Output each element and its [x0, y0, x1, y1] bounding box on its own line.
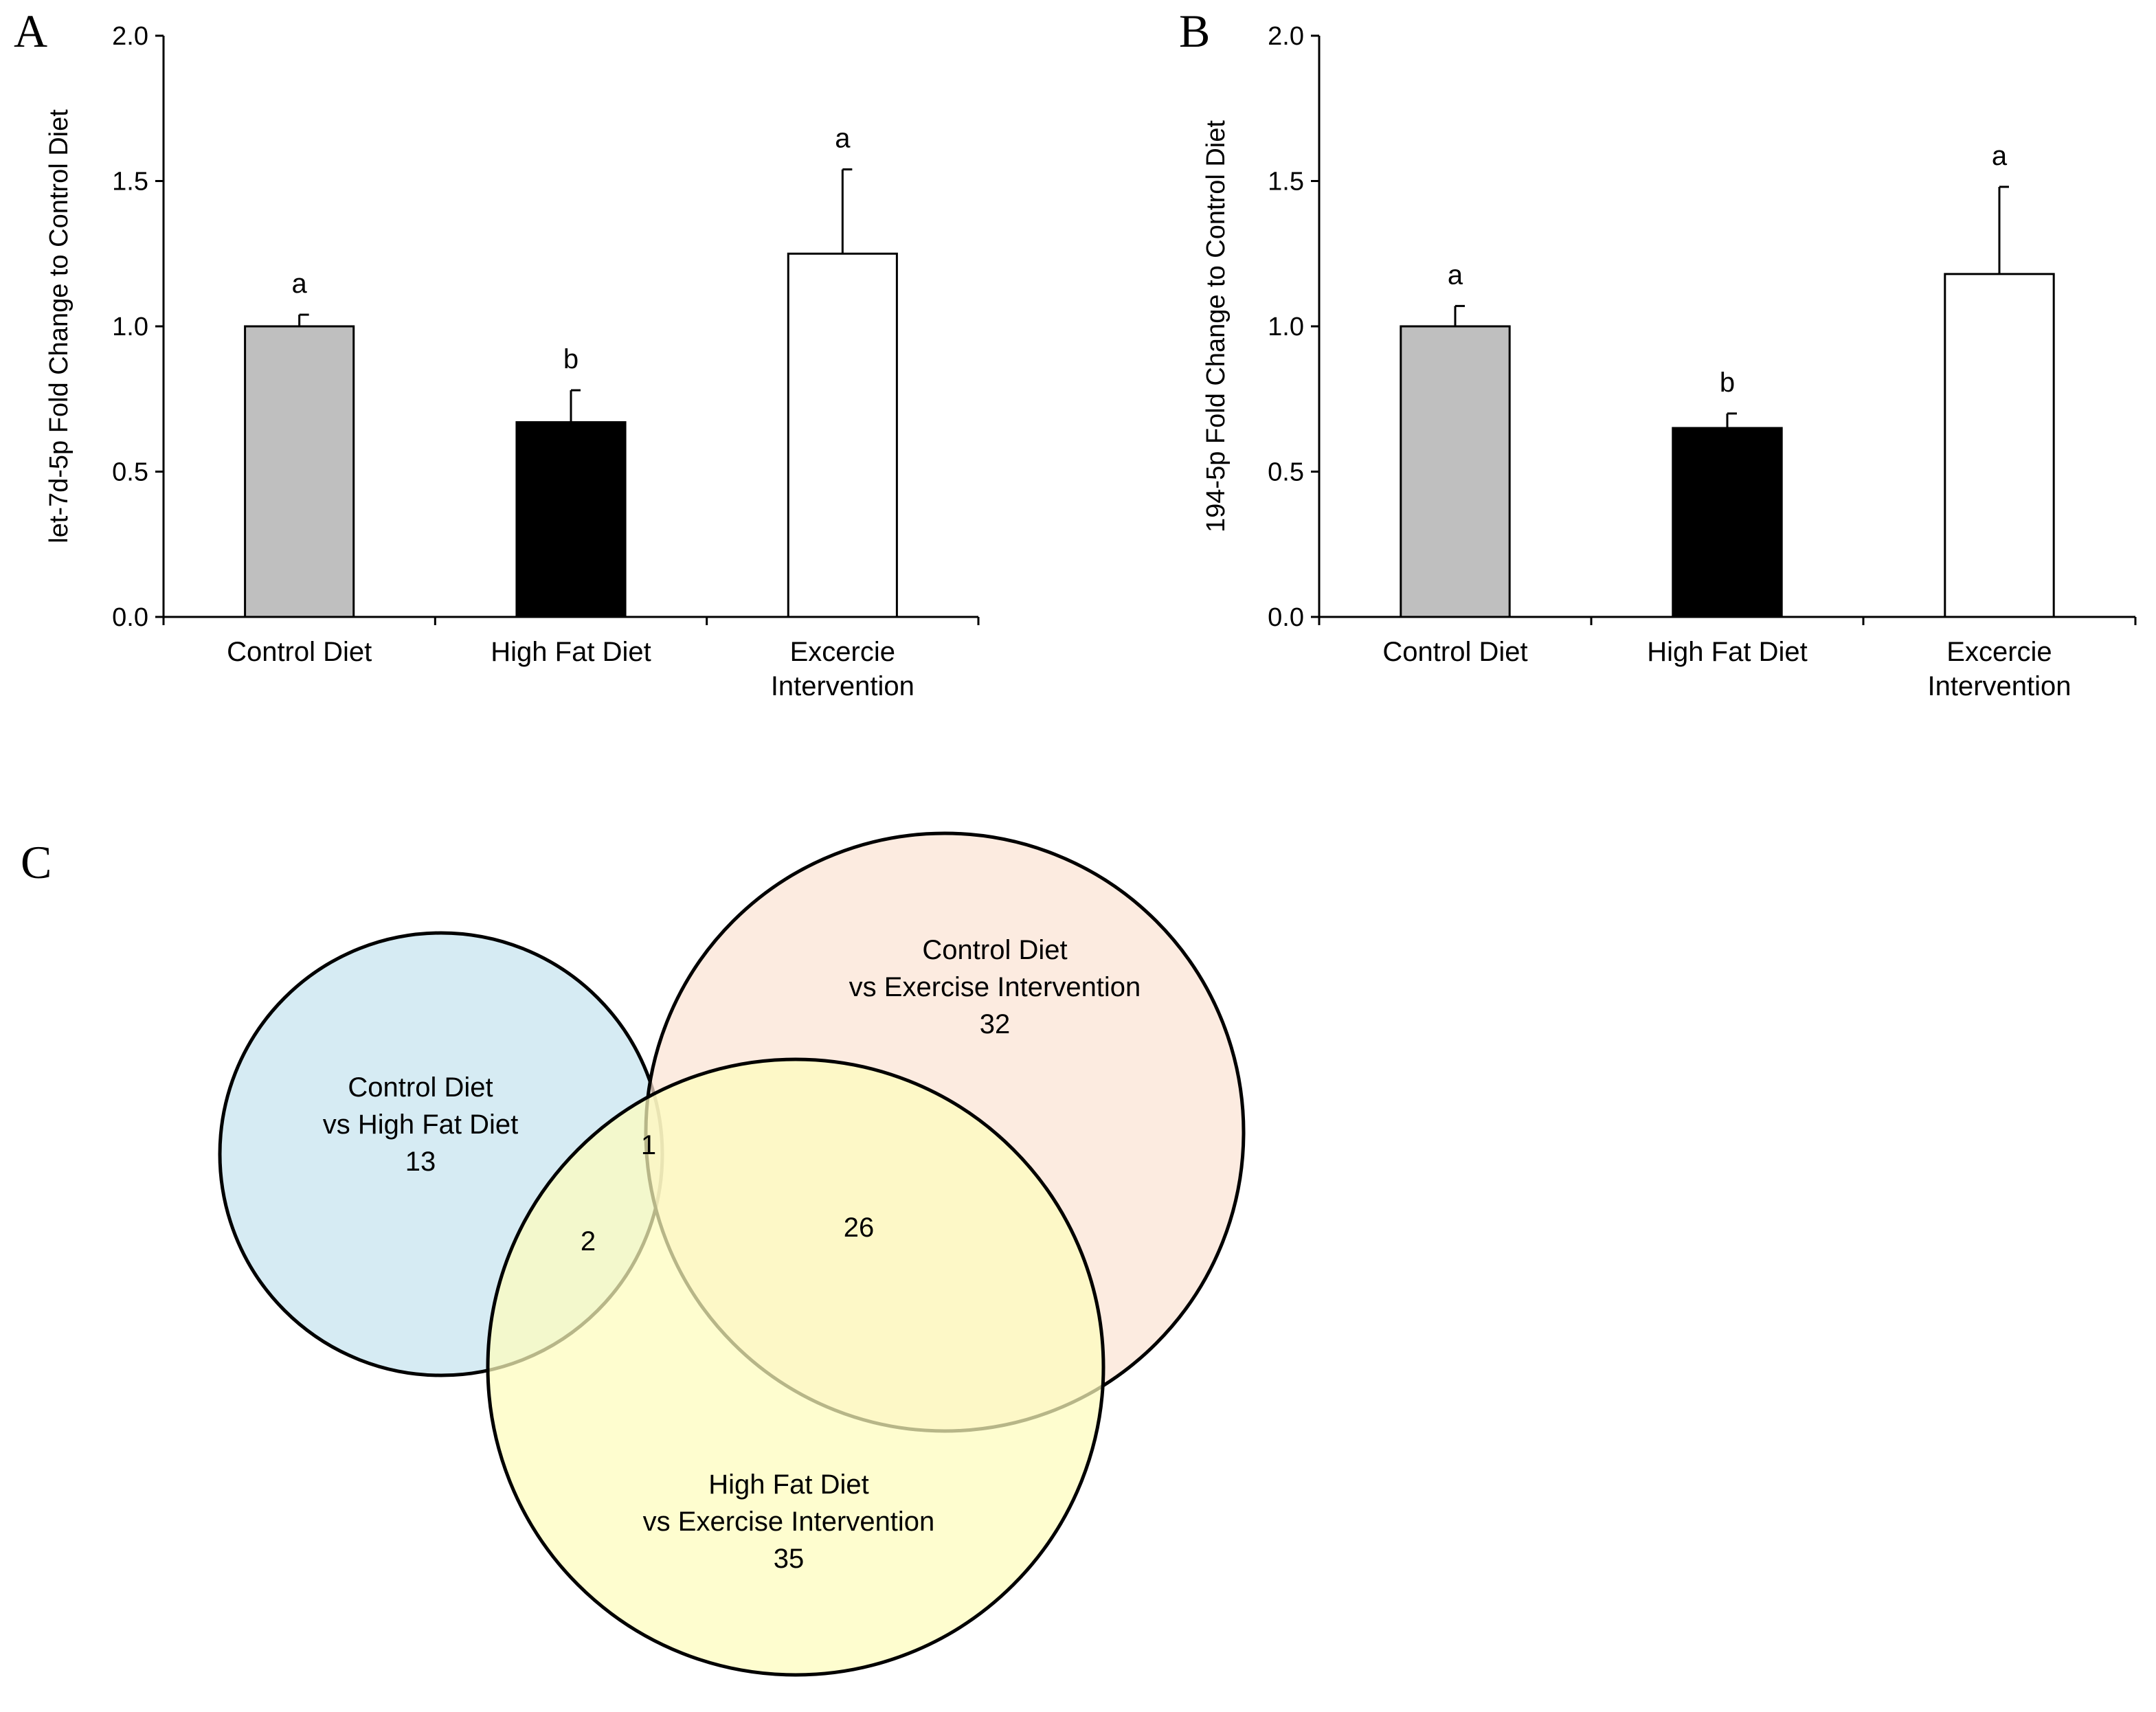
significance-label: b	[563, 344, 579, 374]
bar	[1672, 427, 1783, 618]
panel-c-venn-diagram: C Control Diet vs High Fat Diet 13 Contr…	[21, 831, 1246, 1677]
venn-circle-high-fat-vs-exercise	[486, 1057, 1105, 1677]
venn-overlap-1-3: 2	[581, 1226, 596, 1257]
significance-label: a	[1992, 141, 2008, 171]
bar	[787, 252, 898, 618]
panel-a-y-ticks: 0.0 0.5 1.0 1.5 2.0	[112, 22, 164, 632]
panel-b-category-labels: Control Diet High Fat Diet ExcercieInterve…	[1382, 637, 2071, 701]
significance-label: a	[835, 124, 851, 154]
panel-a-significance-labels: a b a	[292, 124, 851, 374]
venn-set-3-count: 35	[774, 1544, 805, 1574]
panel-a-y-axis-label: let-7d-5p Fold Change to Control Diet	[45, 109, 74, 543]
panel-b-y-axis-label: 194-5p Fold Change to Control Diet	[1202, 120, 1231, 532]
panel-b-x-ticks	[1318, 617, 2137, 625]
significance-label: a	[292, 269, 308, 299]
venn-set-2-line2: vs Exercise Intervention	[849, 972, 1141, 1002]
bar	[1400, 325, 1511, 618]
y-tick-label: 1.5	[112, 168, 148, 196]
panel-a-label: A	[14, 5, 47, 57]
venn-set-3-line2: vs Exercise Intervention	[643, 1507, 935, 1537]
x-category-label: Excercie	[1946, 637, 2052, 667]
venn-set-3-line1: High Fat Diet	[708, 1469, 868, 1500]
x-category-label: High Fat Diet	[1647, 637, 1807, 667]
panel-a-bar-chart: A 0.0 0.5 1.0 1.5 2.0 a b a Control Diet High F…	[14, 5, 980, 701]
panel-c-label: C	[21, 836, 52, 888]
panel-b-label: B	[1179, 5, 1210, 57]
y-tick-label: 0.0	[112, 603, 148, 632]
y-tick-label: 1.0	[112, 313, 148, 341]
venn-set-2-line1: Control Diet	[922, 935, 1067, 965]
significance-label: a	[1448, 260, 1463, 290]
significance-label: b	[1720, 368, 1735, 398]
panel-a-bars	[244, 252, 898, 618]
venn-set-2-count: 32	[980, 1009, 1011, 1039]
y-tick-label: 2.0	[1268, 22, 1304, 51]
venn-set-1-line2: vs High Fat Diet	[323, 1110, 519, 1140]
panel-a-error-bars	[298, 168, 853, 423]
venn-overlap-2-3: 26	[844, 1213, 875, 1243]
panel-b-bars	[1400, 273, 2055, 618]
x-category-label: Control Diet	[1382, 637, 1527, 667]
x-category-label: Excercie	[790, 637, 895, 667]
y-tick-label: 0.5	[1268, 458, 1304, 487]
y-tick-label: 2.0	[112, 22, 148, 51]
panel-b-significance-labels: a b a	[1448, 141, 2008, 398]
y-tick-label: 0.5	[112, 458, 148, 487]
bar	[1944, 273, 2055, 618]
panel-b-error-bars	[1454, 185, 2009, 429]
bar	[515, 421, 627, 618]
panel-a-category-labels: Control Diet High Fat Diet ExcercieInterve…	[227, 637, 914, 701]
panel-a-x-ticks	[162, 617, 980, 625]
bar	[244, 325, 355, 618]
y-tick-label: 1.0	[1268, 313, 1304, 341]
panel-b-bar-chart: B 0.0 0.5 1.0 1.5 2.0 a b a Control Diet High F…	[1179, 5, 2137, 701]
x-category-label: Intervention	[1927, 671, 2071, 701]
y-tick-label: 1.5	[1268, 168, 1304, 196]
x-category-label: High Fat Diet	[491, 637, 651, 667]
panel-b-y-ticks: 0.0 0.5 1.0 1.5 2.0	[1268, 22, 1319, 632]
y-tick-label: 0.0	[1268, 603, 1304, 632]
venn-set-1-line1: Control Diet	[348, 1072, 493, 1103]
venn-overlap-1-2: 1	[641, 1130, 656, 1160]
x-category-label: Control Diet	[227, 637, 372, 667]
x-category-label: Intervention	[771, 671, 914, 701]
venn-set-1-count: 13	[405, 1147, 436, 1177]
